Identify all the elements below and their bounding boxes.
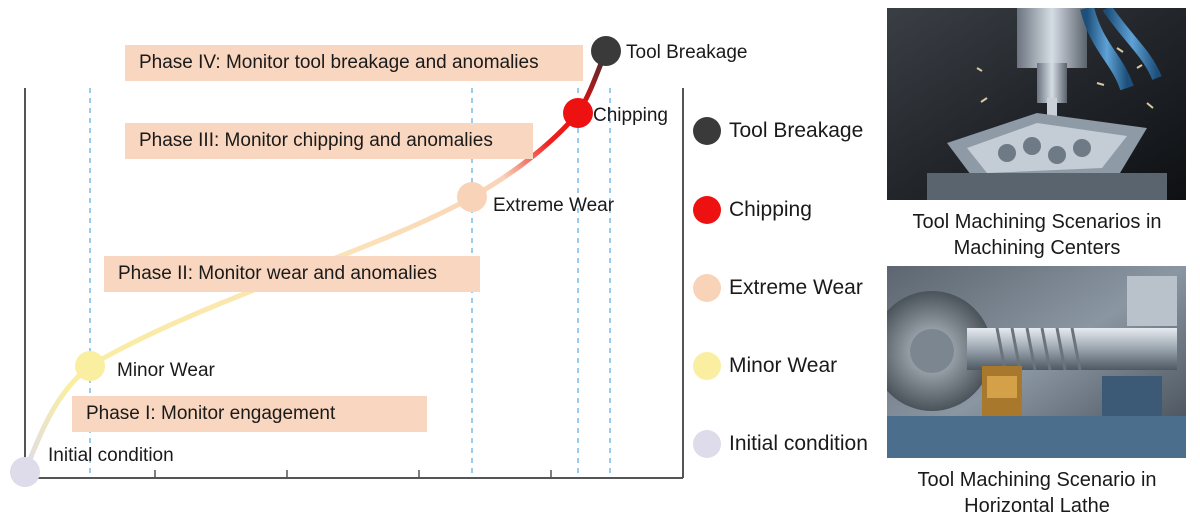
caption-horizontal-lathe: Tool Machining Scenario in Horizontal La… <box>884 467 1190 519</box>
stage-label-tool-breakage: Tool Breakage <box>626 42 748 63</box>
stage-dot-tool-breakage <box>591 36 621 66</box>
legend-item-initial-condition: Initial condition <box>693 430 868 458</box>
legend-dot <box>693 117 721 145</box>
phase-label: Phase II: Monitor wear and anomalies <box>118 263 437 284</box>
caption-machining-center: Tool Machining Scenarios in Machining Ce… <box>884 209 1190 261</box>
phase-label: Phase III: Monitor chipping and anomalie… <box>139 130 493 151</box>
stage-dot-chipping <box>563 98 593 128</box>
legend-label: Extreme Wear <box>729 276 863 299</box>
machining-center-photo <box>887 8 1186 200</box>
stage-dot-extreme-wear <box>457 182 487 212</box>
legend-item-minor-wear: Minor Wear <box>693 352 837 380</box>
caption-line: Tool Machining Scenario in <box>917 469 1157 491</box>
x-axis-ticks <box>154 470 552 478</box>
stage-label-minor-wear: Minor Wear <box>117 360 215 381</box>
legend-dot <box>693 196 721 224</box>
phase-label: Phase IV: Monitor tool breakage and anom… <box>139 52 539 73</box>
phase-label: Phase I: Monitor engagement <box>86 403 336 424</box>
caption-line: Machining Centers <box>953 237 1121 259</box>
legend-dot <box>693 430 721 458</box>
tool-wear-diagram <box>10 36 684 487</box>
horizontal-lathe-photo <box>887 266 1186 458</box>
legend-item-extreme-wear: Extreme Wear <box>693 274 863 302</box>
legend-dot <box>693 274 721 302</box>
caption-line: Tool Machining Scenarios in <box>912 211 1162 233</box>
legend-label: Chipping <box>729 198 812 221</box>
phase-box-iv: Phase IV: Monitor tool breakage and anom… <box>125 45 583 81</box>
legend-item-chipping: Chipping <box>693 196 812 224</box>
legend-dot <box>693 352 721 380</box>
stage-label-extreme-wear: Extreme Wear <box>493 195 615 216</box>
legend-label: Initial condition <box>729 432 868 455</box>
legend-label: Minor Wear <box>729 354 838 377</box>
stage-dot-initial <box>10 457 40 487</box>
phase-box-iii: Phase III: Monitor chipping and anomalie… <box>125 123 533 159</box>
phase-box-ii: Phase II: Monitor wear and anomalies <box>104 256 480 292</box>
legend-label: Tool Breakage <box>729 119 864 142</box>
caption-line: Horizontal Lathe <box>964 495 1110 517</box>
stage-label-chipping: Chipping <box>593 105 668 126</box>
phase-box-i: Phase I: Monitor engagement <box>72 396 427 432</box>
legend-item-tool-breakage: Tool Breakage <box>693 117 863 145</box>
stage-label-initial: Initial condition <box>48 445 174 466</box>
stage-dot-minor-wear <box>75 351 105 381</box>
